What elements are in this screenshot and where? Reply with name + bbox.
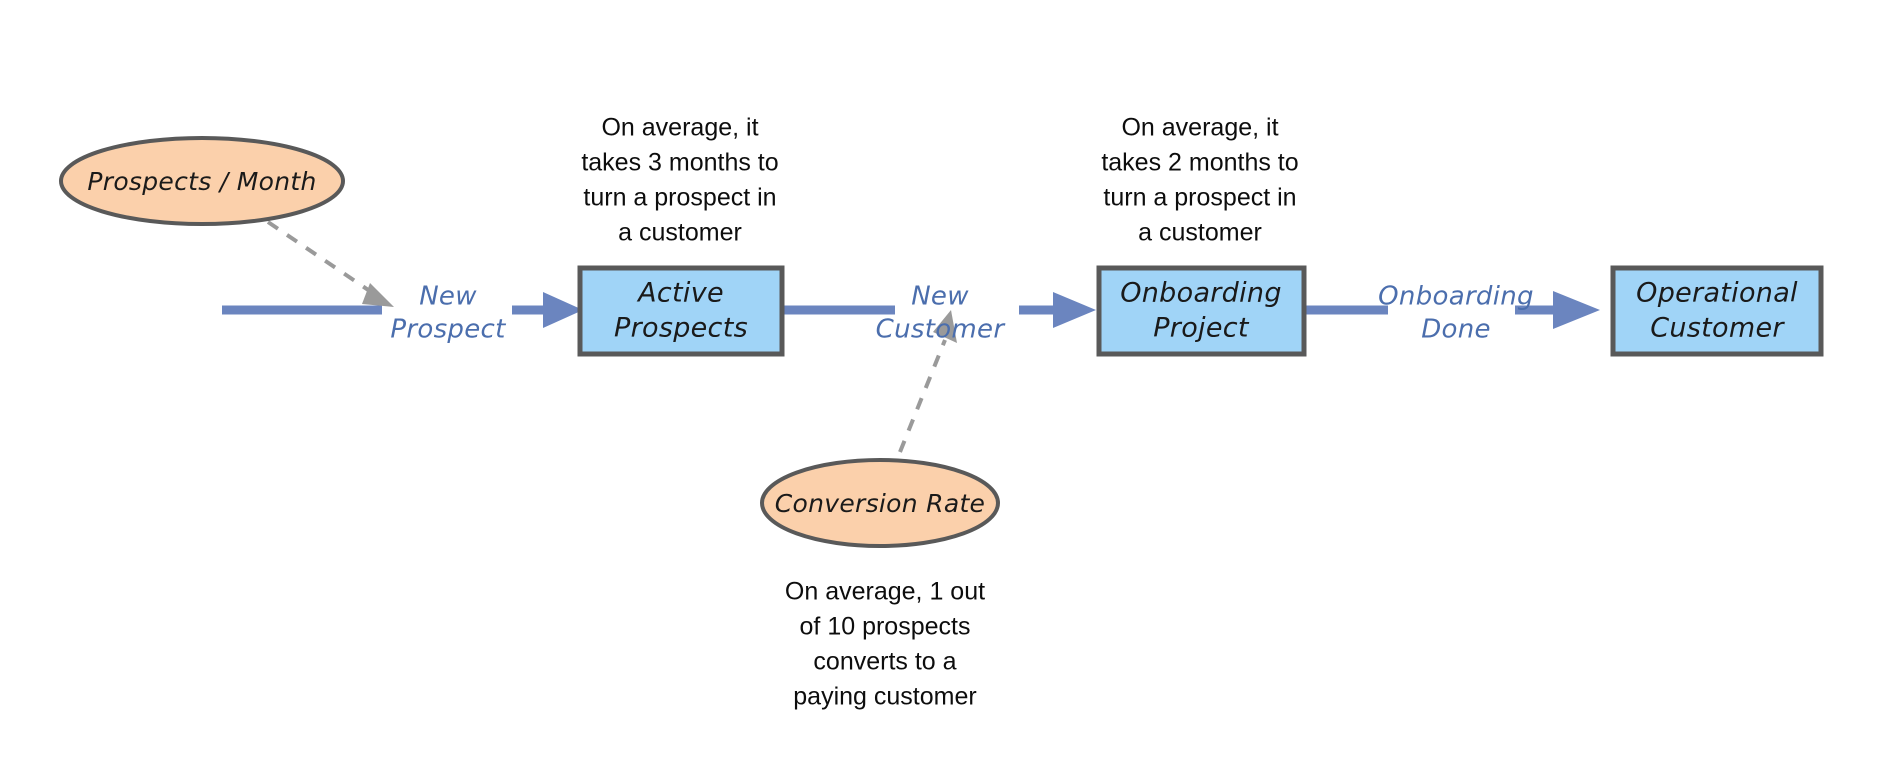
- edge-label-onboarding-done-line1: Onboarding: [1378, 282, 1534, 312]
- dashed-connector-prospects-per-month: [266, 220, 394, 307]
- edge-label-new-prospect-line1: New: [419, 282, 477, 312]
- edge-label-onboarding-done-line2: Done: [1421, 315, 1491, 345]
- flow-arrow-new-customer: [1019, 292, 1096, 328]
- ellipse-prospects-per-month-label: Prospects / Month: [87, 167, 316, 196]
- edge-label-onboarding-done: Onboarding Done: [1378, 282, 1534, 345]
- node-active-prospects-label-line1: Active: [636, 278, 724, 309]
- node-onboarding-project-label-line1: Onboarding: [1120, 278, 1282, 309]
- node-onboarding-project-label-line2: Project: [1153, 313, 1250, 344]
- node-operational-customer[interactable]: Operational Customer: [1610, 265, 1824, 357]
- edge-label-new-prospect-line2: Prospect: [390, 315, 506, 345]
- note-conversion-line4: paying customer: [793, 683, 976, 711]
- edge-label-new-customer-line2: Customer: [876, 315, 1007, 345]
- note-conversion-line3: converts to a: [813, 648, 956, 676]
- node-operational-customer-label-line2: Customer: [1650, 313, 1785, 344]
- note-two-months-line3: turn a prospect in: [1103, 184, 1296, 212]
- note-three-months-line4: a customer: [618, 219, 742, 247]
- ellipse-conversion-rate[interactable]: Conversion Rate: [760, 458, 1000, 548]
- note-conversion-line2: of 10 prospects: [800, 613, 971, 641]
- note-two-months: On average, it takes 2 months to turn a …: [1101, 114, 1298, 247]
- note-conversion-line1: On average, 1 out: [785, 578, 985, 606]
- note-conversion: On average, 1 out of 10 prospects conver…: [785, 578, 985, 711]
- note-two-months-line4: a customer: [1138, 219, 1262, 247]
- note-three-months: On average, it takes 3 months to turn a …: [581, 114, 778, 247]
- edge-label-new-customer: New Customer: [876, 282, 1007, 345]
- note-three-months-line2: takes 3 months to: [581, 149, 778, 177]
- edge-label-new-prospect: New Prospect: [390, 282, 506, 345]
- note-three-months-line3: turn a prospect in: [583, 184, 776, 212]
- node-active-prospects-label-line2: Prospects: [614, 313, 748, 344]
- ellipse-conversion-rate-label: Conversion Rate: [775, 489, 985, 518]
- note-three-months-line1: On average, it: [601, 114, 758, 142]
- dashed-connector-conversion-rate: [898, 310, 957, 453]
- node-onboarding-project[interactable]: Onboarding Project: [1096, 265, 1307, 357]
- ellipse-prospects-per-month[interactable]: Prospects / Month: [59, 136, 345, 226]
- note-two-months-line2: takes 2 months to: [1101, 149, 1298, 177]
- node-active-prospects[interactable]: Active Prospects: [577, 265, 785, 357]
- edge-label-new-customer-line1: New: [911, 282, 969, 312]
- node-operational-customer-label-line1: Operational: [1636, 278, 1798, 309]
- flow-arrow-new-prospect: [512, 292, 583, 328]
- flow-arrow-onboarding-done: [1515, 291, 1600, 329]
- note-two-months-line1: On average, it: [1121, 114, 1278, 142]
